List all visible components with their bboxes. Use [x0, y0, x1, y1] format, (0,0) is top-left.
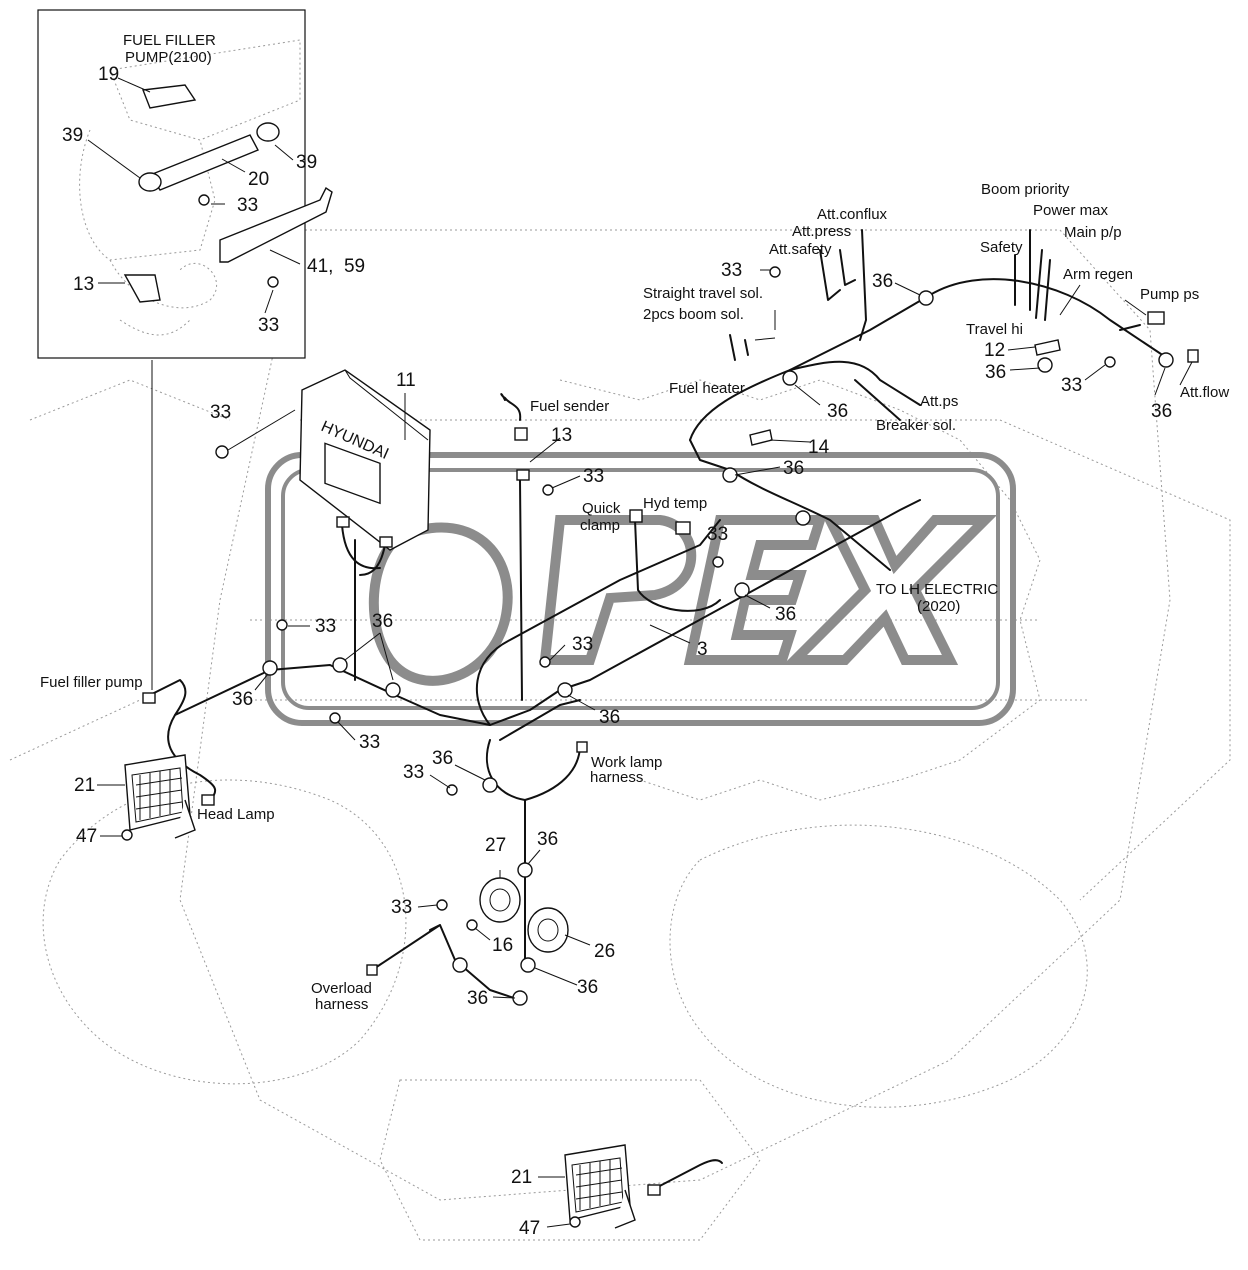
label-power-max: Power max [1033, 202, 1109, 219]
hose-clamp-39a [138, 172, 162, 192]
part-number-33-left: 33 [210, 402, 231, 423]
label-lh-electric-2: (2020) [917, 598, 960, 615]
bolt-33a [198, 194, 210, 206]
part-number-33-inset-b: 33 [258, 315, 279, 336]
label-quick-clamp-1: Quick [582, 500, 621, 517]
part-number-36-overload: 36 [467, 988, 488, 1009]
connectors [142, 311, 1199, 1196]
inset-title-line2: PUMP(2100) [125, 49, 212, 66]
label-fuel-filler-pump: Fuel filler pump [40, 674, 143, 691]
part-number-20: 20 [248, 169, 269, 190]
label-straight-travel-sol: Straight travel sol. [643, 285, 763, 302]
label-att-press: Att.press [792, 223, 851, 240]
part-number-33-hyd: 33 [707, 524, 728, 545]
part-number-33-bottom-left: 33 [359, 732, 380, 753]
part-number-11: 11 [396, 370, 416, 391]
part-number-21-bottom: 21 [511, 1167, 532, 1188]
part-number-36-mid-a: 36 [783, 458, 804, 479]
part-number-labels: 19 39 39 20 33 13 41, 59 33 11 33 13 33 … [62, 64, 1172, 1239]
part-number-21-top: 21 [74, 775, 95, 796]
head-lamp-21 [124, 754, 196, 839]
callout-labels: FUEL FILLER PUMP(2100) Boom priority Pow… [40, 32, 1229, 1013]
bolts [121, 266, 1116, 1228]
part-number-36-fuel-heater: 36 [827, 401, 848, 422]
label-travel-hi: Travel hi [966, 321, 1023, 338]
part-number-19: 19 [98, 64, 119, 85]
label-overload-1: Overload [311, 980, 372, 997]
label-pump-ps: Pump ps [1140, 286, 1199, 303]
label-work-lamp-1: Work lamp [591, 754, 662, 771]
label-lh-electric-1: TO LH ELECTRIC [876, 581, 998, 598]
part-number-12: 12 [984, 340, 1005, 361]
part-number-3: 3 [697, 639, 708, 660]
part-number-14: 14 [808, 437, 830, 458]
label-boom-priority: Boom priority [981, 181, 1070, 198]
part-number-36-work: 36 [432, 748, 453, 769]
monitor-cluster-11: HYUNDAI [299, 369, 431, 551]
part-number-36-mid-b: 36 [775, 604, 796, 625]
part-number-36-horn-b: 36 [577, 977, 598, 998]
label-work-lamp-2: harness [590, 769, 643, 786]
inset-title-line1: FUEL FILLER [123, 32, 216, 49]
part-number-47-top: 47 [76, 826, 97, 847]
opex-watermark [265, 452, 1016, 726]
label-breaker-sol: Breaker sol. [876, 417, 956, 434]
label-att-conflux: Att.conflux [817, 206, 888, 223]
part-number-39a: 39 [62, 125, 83, 146]
horns-26-27 [479, 877, 569, 953]
part-number-36-center: 36 [599, 707, 620, 728]
part-number-33-center: 33 [572, 634, 593, 655]
hose-clamp-39b [256, 122, 280, 142]
part-number-33-mid: 33 [583, 466, 604, 487]
label-quick-clamp-2: clamp [580, 517, 620, 534]
label-fuel-heater: Fuel heater [669, 380, 745, 397]
pump-bracket-19 [142, 84, 197, 109]
label-fuel-sender: Fuel sender [530, 398, 609, 415]
part-number-47-bottom: 47 [519, 1218, 540, 1239]
part-number-33-lower-left: 33 [315, 616, 336, 637]
label-2pcs-boom-sol: 2pcs boom sol. [643, 306, 744, 323]
part-number-36-right-b: 36 [1151, 401, 1172, 422]
part-number-13-inset: 13 [73, 274, 94, 295]
label-att-ps: Att.ps [920, 393, 958, 410]
part-number-33-work: 33 [403, 762, 424, 783]
label-head-lamp: Head Lamp [197, 806, 275, 823]
part-number-27: 27 [485, 835, 506, 856]
leader-lines [97, 269, 1193, 1228]
bracket-41-59 [219, 186, 333, 263]
part-number-41-59: 41, 59 [307, 256, 365, 277]
part-number-26: 26 [594, 941, 615, 962]
part-number-13-mid: 13 [551, 425, 572, 446]
label-safety: Safety [980, 239, 1023, 256]
part-number-36-lower-left-a: 36 [372, 611, 393, 632]
work-lamp-21-bottom [564, 1144, 636, 1229]
label-hyd-temp: Hyd temp [643, 495, 707, 512]
fuel-filler-pump-inset [37, 9, 333, 359]
part-number-36-horn: 36 [537, 829, 558, 850]
label-arm-regen: Arm regen [1063, 266, 1133, 283]
label-att-flow: Att.flow [1180, 384, 1229, 401]
background-machine-outline [9, 229, 1231, 1241]
clip-13 [123, 274, 161, 303]
label-main-pp: Main p/p [1064, 224, 1122, 241]
part-number-36-lower-left-b: 36 [232, 689, 253, 710]
part-number-36-top: 36 [872, 271, 893, 292]
part-number-36-right-a: 36 [985, 362, 1006, 383]
part-number-16: 16 [492, 935, 513, 956]
label-att-safety: Att.safety [769, 241, 832, 258]
part-number-33-right: 33 [1061, 375, 1082, 396]
part-number-33-horn: 33 [391, 897, 412, 918]
label-overload-2: harness [315, 996, 368, 1013]
part-number-39b: 39 [296, 152, 317, 173]
part-number-33-inset-a: 33 [237, 195, 258, 216]
part-number-33-top: 33 [721, 260, 742, 281]
bolt-33b [267, 276, 279, 288]
